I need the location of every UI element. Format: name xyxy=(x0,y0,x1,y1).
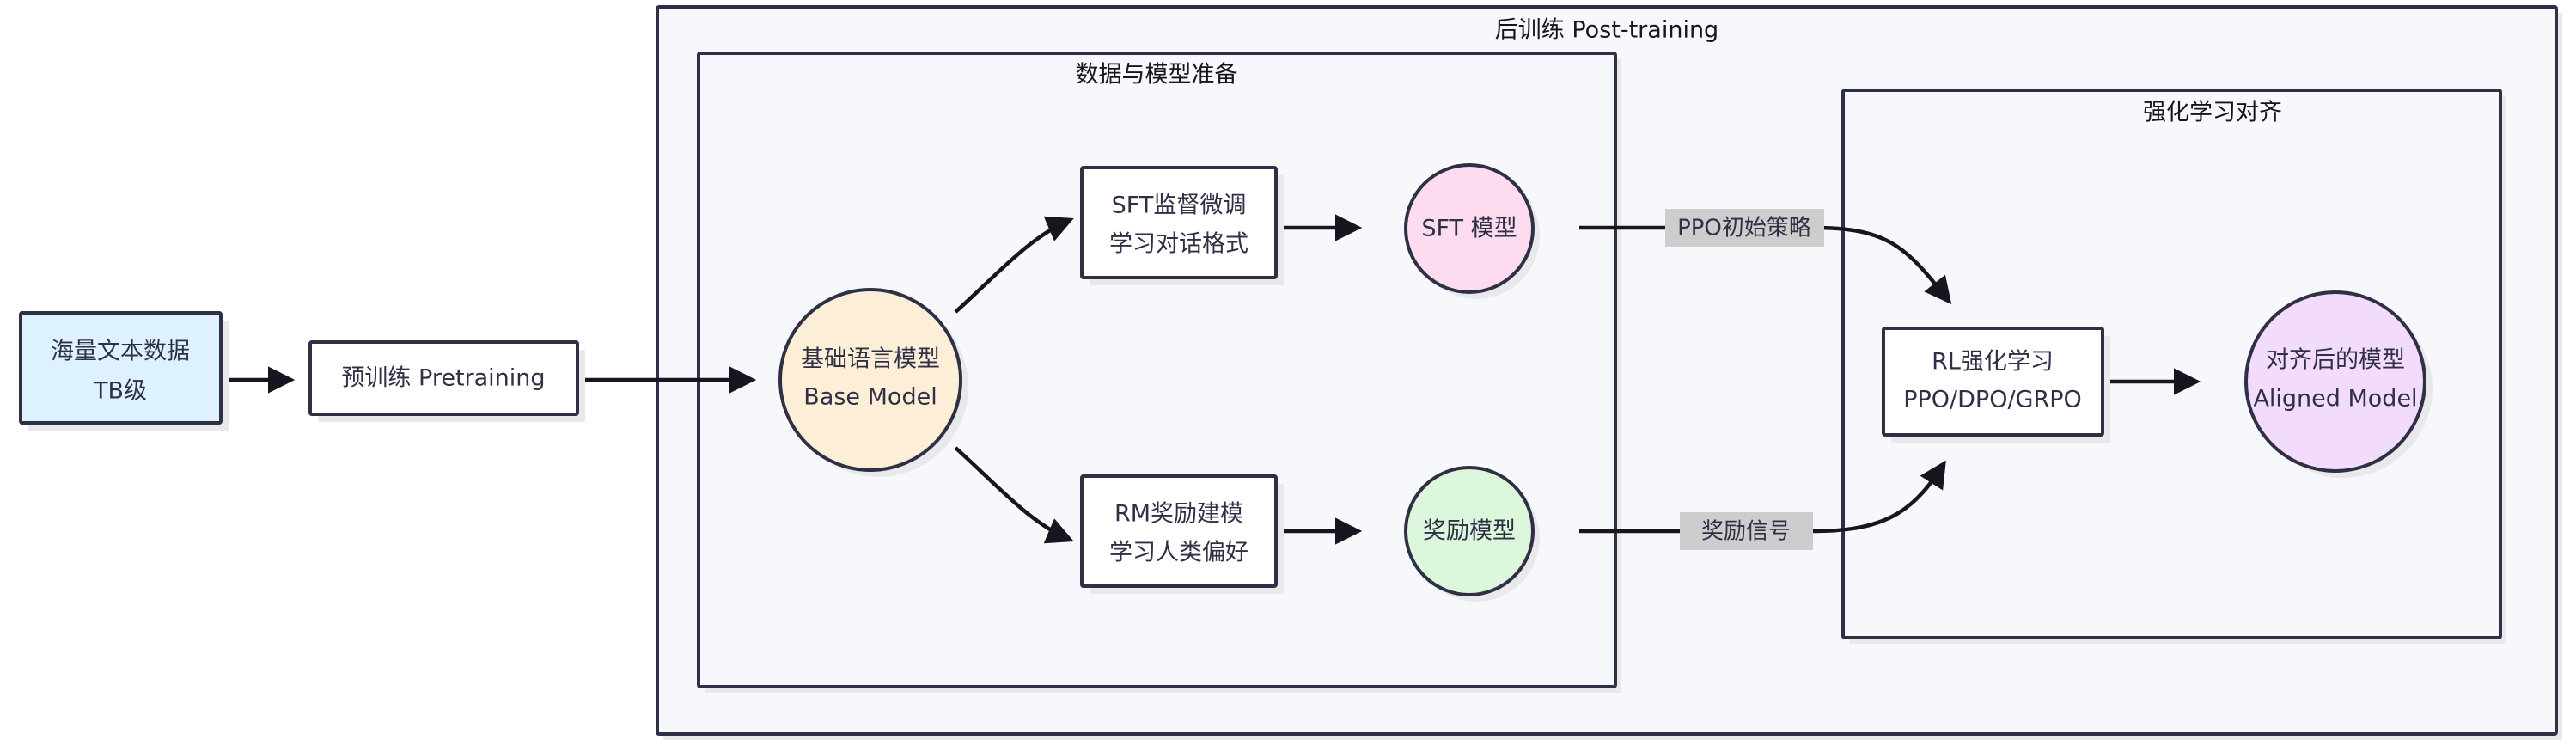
subgraph-rl-alignment-title: 强化学习对齐 xyxy=(2143,100,2282,126)
node-base-model-circle[interactable] xyxy=(778,288,962,472)
node-pretraining[interactable]: 预训练 Pretraining xyxy=(308,340,585,422)
node-rm-stage[interactable]: RM奖励建模 学习人类偏好 xyxy=(1080,474,1284,594)
node-corpus-line1: 海量文本数据 xyxy=(51,339,190,365)
node-rm-stage-line1: RM奖励建模 xyxy=(1114,501,1243,528)
edge-label-reward-signal-text: 奖励信号 xyxy=(1701,519,1791,545)
subgraph-data-model-prep-frame xyxy=(697,52,1617,688)
subgraph-data-model-prep-title: 数据与模型准备 xyxy=(1076,62,1238,89)
node-sft-stage-line1: SFT监督微调 xyxy=(1112,193,1247,219)
node-rm-stage-line2: 学习人类偏好 xyxy=(1109,540,1248,566)
node-rl-stage-box[interactable] xyxy=(1882,327,2104,437)
node-sft-stage[interactable]: SFT监督微调 学习对话格式 xyxy=(1080,166,1284,285)
node-rl-stage[interactable]: RL强化学习 PPO/DPO/GRPO xyxy=(1882,327,2110,443)
node-rl-stage-line1: RL强化学习 xyxy=(1932,349,2054,376)
node-pretraining-line1: 预训练 Pretraining xyxy=(341,365,545,392)
node-pretraining-box[interactable] xyxy=(308,340,579,416)
edge-label-ppo-init-policy-text: PPO初始策略 xyxy=(1677,216,1811,241)
node-aligned-model-circle[interactable] xyxy=(2244,290,2426,473)
node-sft-model-circle[interactable] xyxy=(1404,163,1535,294)
node-base-model-line1: 基础语言模型 xyxy=(801,346,940,373)
edge-base-model-to-sft-stage xyxy=(954,216,1074,314)
edge-label-reward-signal: 奖励信号 xyxy=(1680,512,1813,550)
edge-sft-model-to-rl-stage xyxy=(1579,225,1952,305)
node-rl-stage-line2: PPO/DPO/GRPO xyxy=(1903,387,2082,413)
node-corpus[interactable]: 海量文本数据 TB级 xyxy=(19,311,229,431)
node-base-model-line2: Base Model xyxy=(803,384,937,411)
node-aligned-model[interactable]: 对齐后的模型 Aligned Model xyxy=(2244,290,2433,478)
edge-label-ppo-init-policy: PPO初始策略 xyxy=(1665,209,1824,247)
edges xyxy=(227,214,2201,545)
node-corpus-line2: TB级 xyxy=(93,378,147,405)
node-aligned-model-line1: 对齐后的模型 xyxy=(2266,347,2405,374)
node-base-model[interactable]: 基础语言模型 Base Model xyxy=(778,288,968,477)
node-sft-model[interactable]: SFT 模型 xyxy=(1404,163,1540,299)
node-sft-stage-box[interactable] xyxy=(1080,166,1278,279)
node-reward-model[interactable]: 奖励模型 xyxy=(1404,466,1540,602)
node-rm-stage-box[interactable] xyxy=(1080,474,1278,588)
node-reward-model-circle[interactable] xyxy=(1404,466,1535,596)
edge-base-model-to-rm-stage xyxy=(954,446,1074,544)
node-reward-model-line1: 奖励模型 xyxy=(1423,518,1516,545)
node-sft-model-line1: SFT 模型 xyxy=(1421,216,1517,242)
edge-reward-model-to-rl-stage xyxy=(1579,460,1946,534)
subgraph-data-model-prep: 数据与模型准备 xyxy=(697,52,1621,693)
node-aligned-model-line2: Aligned Model xyxy=(2253,386,2417,413)
subgraph-post-training-title: 后训练 Post-training xyxy=(1495,17,1718,44)
subgraph-rl-alignment-frame xyxy=(1841,89,2502,639)
node-corpus-box[interactable] xyxy=(19,311,223,425)
node-sft-stage-line2: 学习对话格式 xyxy=(1109,231,1248,258)
